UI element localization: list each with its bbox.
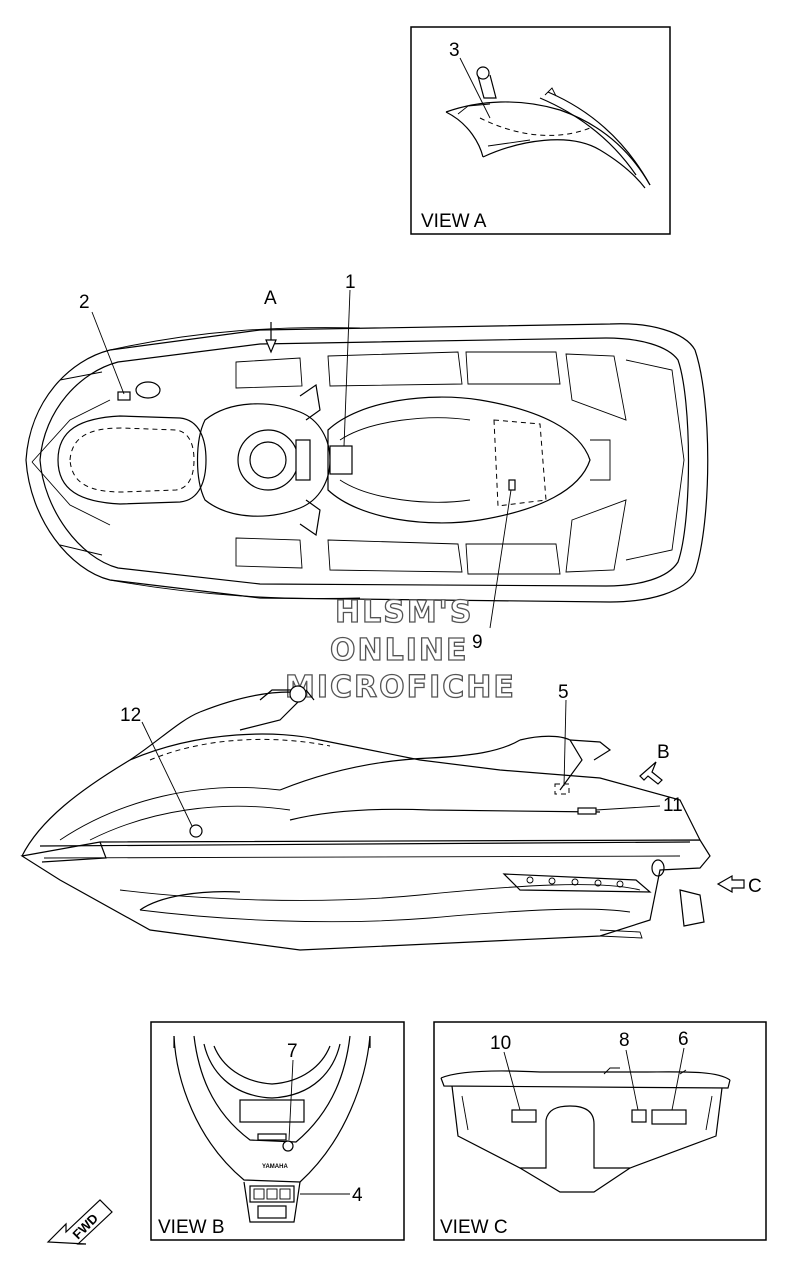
leader-1 (343, 289, 351, 447)
callout-5: 5 (558, 682, 569, 703)
leader-7 (288, 1059, 294, 1141)
marker-c: C (748, 876, 762, 897)
callout-8: 8 (619, 1030, 630, 1051)
callout-3: 3 (449, 40, 460, 61)
callout-7: 7 (287, 1041, 298, 1062)
watermark-line-2: ONLINE (330, 633, 469, 668)
view-c-drawing (440, 1067, 731, 1193)
leader-9 (489, 489, 512, 629)
fwd-arrow: FWD (46, 1199, 113, 1245)
view-b-drawing: YAMAHA (173, 1035, 371, 1223)
leader-5 (563, 699, 567, 787)
top-view-drawing (25, 322, 709, 603)
leader-8 (625, 1049, 639, 1111)
callout-12: 12 (120, 705, 141, 726)
view-a-frame (410, 26, 671, 235)
callout-6: 6 (678, 1029, 689, 1050)
side-view-drawing (20, 685, 745, 951)
leader-3 (459, 57, 491, 119)
view-a-label: VIEW A (421, 211, 487, 232)
marker-b: B (657, 742, 670, 763)
fwd-arrow-icon (46, 1199, 113, 1245)
leader-10 (503, 1051, 521, 1111)
view-c-label: VIEW C (440, 1217, 508, 1238)
view-c-panel: 10 8 6 VIEW C (433, 1021, 767, 1241)
view-a-drawing (445, 66, 651, 189)
callout-11: 11 (663, 795, 683, 816)
leader-11 (595, 805, 661, 811)
view-b-label: VIEW B (158, 1217, 225, 1238)
leader-2 (91, 311, 125, 395)
view-b-frame (150, 1021, 405, 1241)
callout-4: 4 (352, 1185, 363, 1206)
watermark: HLSM'S ONLINE MICROFICHE (284, 594, 516, 705)
marker-a: A (264, 288, 277, 309)
callout-2: 2 (79, 292, 90, 313)
callout-9: 9 (472, 632, 483, 653)
leader-12 (141, 721, 193, 827)
watermark-line-1: HLSM'S (335, 595, 473, 630)
leader-6 (671, 1047, 685, 1111)
yamaha-badge-text: YAMAHA (262, 1164, 288, 1170)
callout-1: 1 (345, 272, 356, 293)
watermark-line-3: MICROFICHE (285, 670, 516, 705)
view-a-panel: 3 VIEW A (410, 26, 671, 235)
callout-10: 10 (490, 1033, 511, 1054)
view-b-panel: YAMAHA 7 4 VIEW B (150, 1021, 405, 1241)
view-c-frame (433, 1021, 767, 1241)
